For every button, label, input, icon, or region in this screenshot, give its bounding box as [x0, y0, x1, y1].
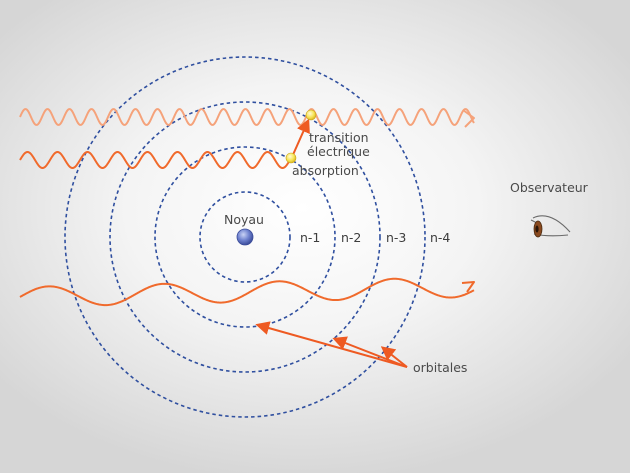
shell-label-n1: n-1	[300, 230, 320, 245]
orbitals-arrow-n3	[332, 336, 408, 368]
transition-label-line1: transition	[309, 130, 369, 145]
long-wave-arrowhead	[461, 281, 475, 293]
absorption-label: absorption	[292, 163, 359, 178]
shell-label-n2: n-2	[341, 230, 361, 245]
orbit-n4	[64, 56, 426, 418]
orbit-n2	[154, 146, 336, 328]
electron-transition	[305, 109, 317, 121]
orbit-n3	[109, 101, 381, 373]
electron-absorption	[285, 152, 297, 164]
shell-label-n4: n-4	[430, 230, 450, 245]
incident-wave	[19, 151, 291, 169]
shell-label-n3: n-3	[386, 230, 406, 245]
eye-icon	[530, 215, 571, 238]
orbit-n1	[199, 191, 291, 283]
transition-label-line2: électrique	[307, 144, 370, 159]
orbitals-label: orbitales	[413, 360, 467, 375]
nucleus-label: Noyau	[224, 212, 264, 227]
emitted-wave	[19, 108, 475, 126]
orbitals-arrow-n4	[380, 346, 408, 368]
emitted-wave-arrowhead	[462, 109, 475, 128]
transition-arrow	[291, 118, 310, 158]
long-wave	[19, 277, 475, 307]
nucleus	[236, 228, 254, 246]
observer-label: Observateur	[510, 180, 589, 195]
orbitals-arrow-n2	[255, 321, 408, 368]
